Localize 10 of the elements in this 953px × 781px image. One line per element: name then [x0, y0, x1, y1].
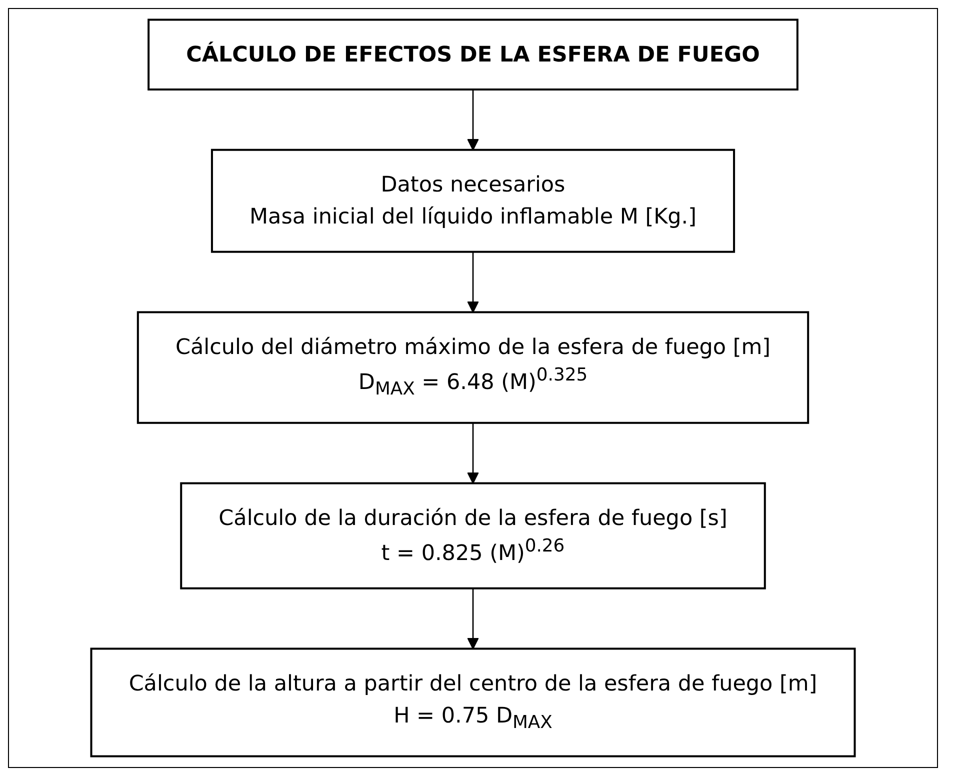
- flowchart: CÁLCULO DE EFECTOS DE LA ESFERA DE FUEGO Datos necesarios Masa inicial del líquido inflamable M [Kg.] Cálculo del diámetro máximo de la esfera de fuego [m] D$_{MAX}$ = 6.48 (M)$^{0.325}$ Cálculo de la duración de la esfera de fuego [s] t = 0.825 (M)$^{0.26}$ Cálculo de la altura a partir del centro de la esfera de fuego [m] H = 0.75 D$_{MAX}$: [9, 9, 937, 767]
- node-box: [210, 148, 736, 253]
- arrow: [467, 422, 479, 484]
- node-box: [90, 648, 856, 758]
- arrow: [467, 90, 479, 150]
- node-box: [136, 311, 810, 424]
- node-box: [180, 482, 766, 590]
- arrow: [467, 588, 479, 650]
- node-box: [148, 18, 798, 90]
- arrow: [467, 252, 479, 313]
